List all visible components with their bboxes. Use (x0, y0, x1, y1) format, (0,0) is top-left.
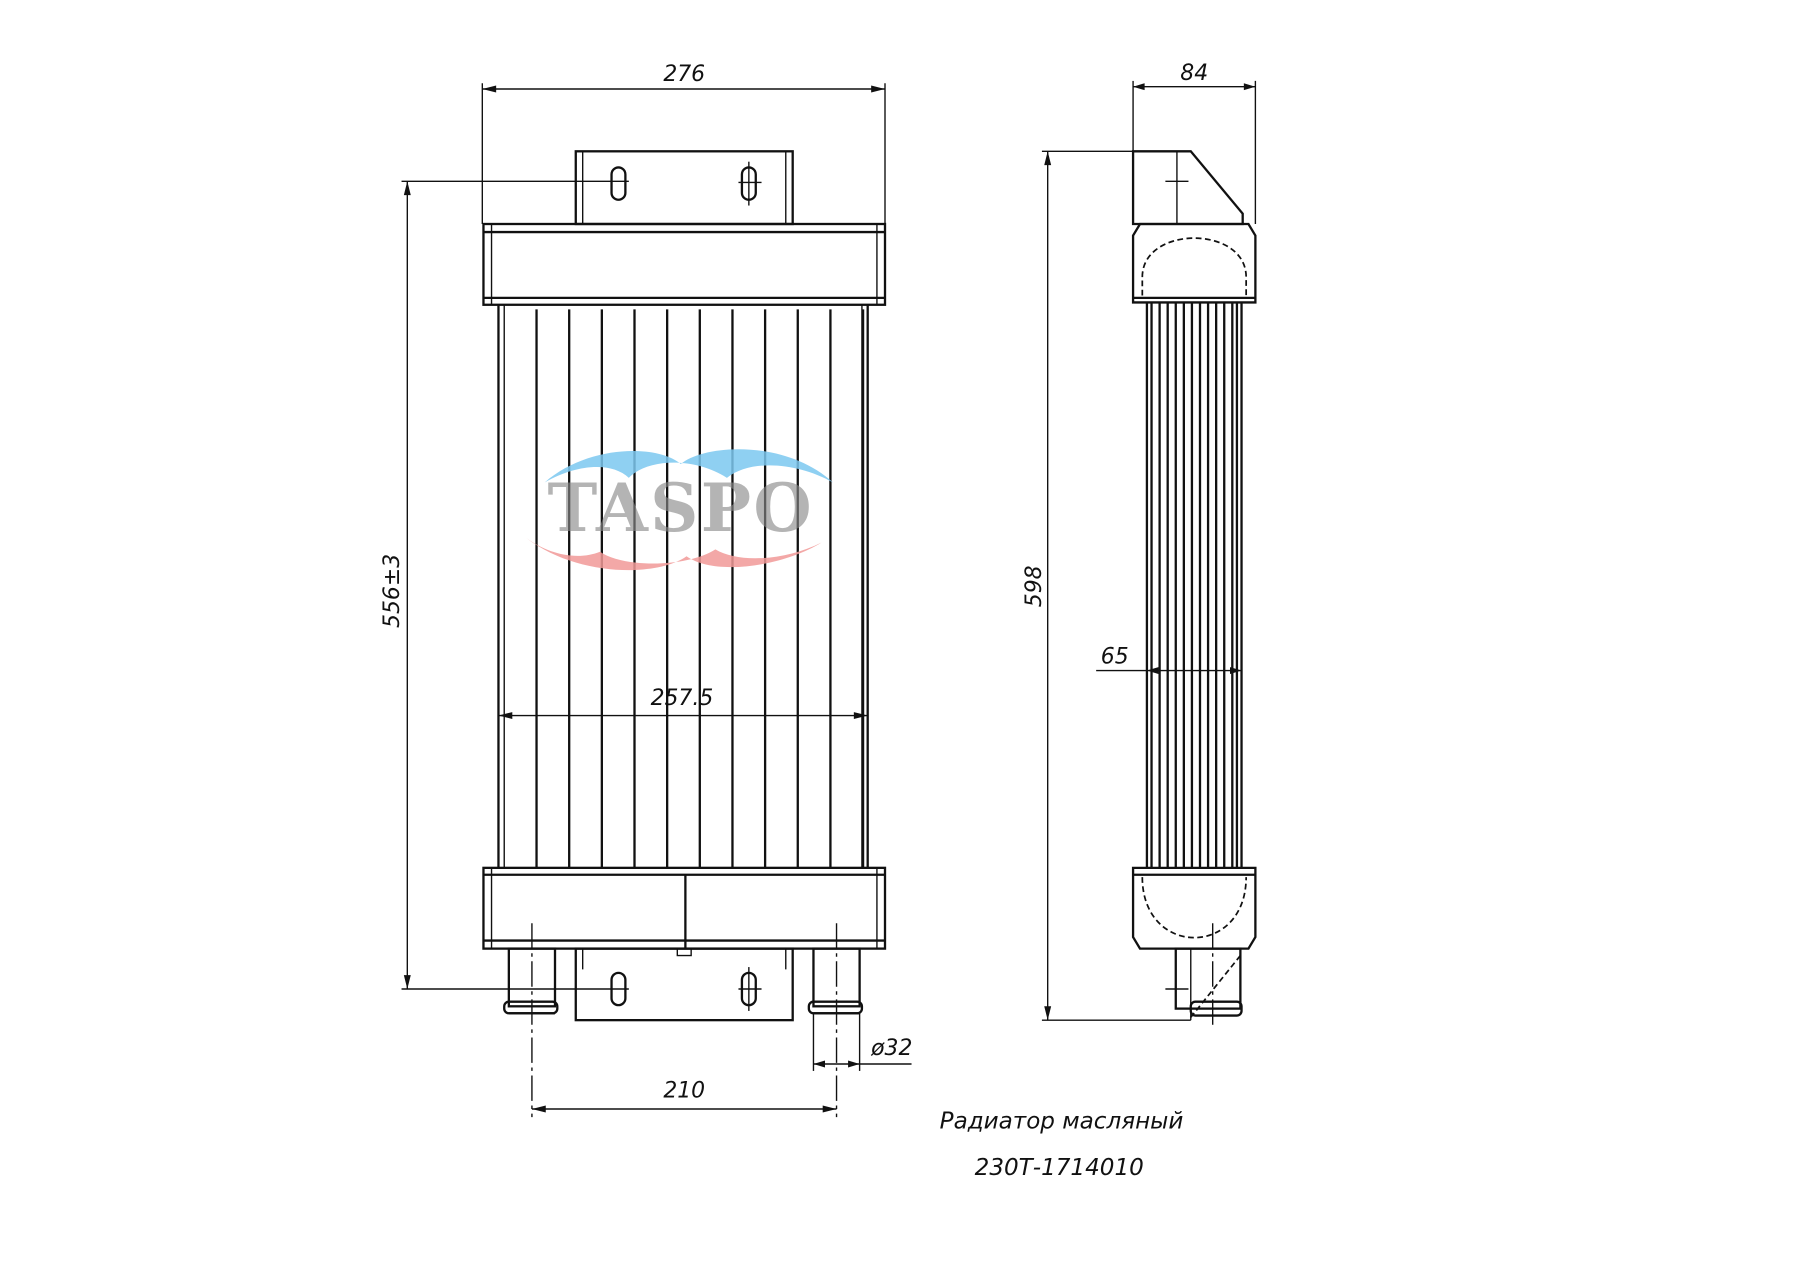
dimension-core-width: 257.5 (651, 686, 714, 711)
dimension-depth: 84 (1180, 61, 1208, 86)
drawing-title: Радиатор масляный (940, 1109, 1184, 1135)
front-view (482, 150, 887, 1118)
side-bottom-tank (1131, 866, 1257, 950)
side-dimensions: 84 598 65 (1022, 61, 1257, 1021)
side-core-tubes (1145, 302, 1243, 868)
top-mount-bracket (574, 150, 794, 226)
top-tank (482, 222, 887, 306)
core-tubes (497, 304, 869, 868)
taspo-watermark-logo: TASPO (526, 449, 834, 571)
side-top-bracket (1131, 150, 1244, 226)
dimension-overall-height: 598 (1022, 565, 1047, 607)
dimension-pipe-diameter: ø32 (870, 1036, 912, 1061)
side-top-tank (1131, 222, 1257, 304)
part-number: 230Т-1714010 (975, 1155, 1144, 1181)
watermark-text: TASPO (548, 468, 815, 547)
dimension-pipe-spacing: 210 (663, 1078, 705, 1103)
front-dimensions: 276 556±3 257.5 210 ø32 (380, 62, 912, 1113)
side-pipe (1174, 947, 1242, 1010)
dimension-mount-height: 556±3 (380, 554, 405, 628)
dimension-overall-width: 276 (663, 62, 705, 87)
side-view (1131, 150, 1257, 1028)
outlet-pipe (807, 947, 864, 1015)
mount-slot (610, 166, 627, 201)
bottom-mount-bracket (574, 947, 794, 1022)
inlet-pipe (503, 947, 559, 1015)
dimension-core-depth: 65 (1101, 645, 1129, 670)
